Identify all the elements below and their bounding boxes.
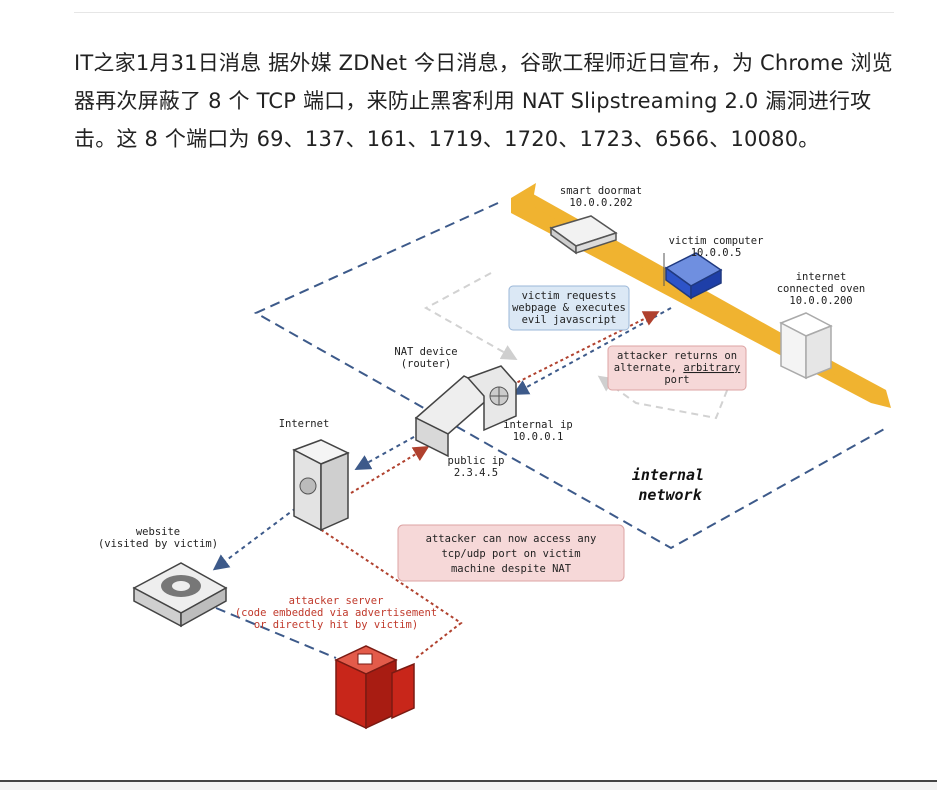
- public-ip-value: 2.3.4.5: [454, 467, 498, 479]
- victim-request-note: [508, 285, 630, 331]
- website-gear-icon: [132, 562, 228, 628]
- bottom-strip: [0, 782, 937, 790]
- victim-computer-ip: 10.0.0.5: [691, 247, 742, 259]
- svg-text:alternate, arbitrary: alternate, arbitrary: [614, 362, 740, 374]
- top-divider: [74, 12, 894, 13]
- doormat-ip: 10.0.0.202: [569, 197, 632, 209]
- nat-device-label: NAT device: [394, 346, 457, 358]
- oven-label-2: connected oven: [777, 283, 866, 295]
- website-sub: (visited by victim): [98, 538, 218, 550]
- svg-text:attacker returns on: attacker returns on: [617, 350, 737, 362]
- connected-oven-icon: [779, 312, 833, 380]
- website-label: website: [136, 526, 180, 538]
- svg-text:victim requests: victim requests: [522, 290, 617, 302]
- attacker-server-sub-2: or directly hit by victim): [254, 619, 418, 631]
- public-ip-label: public ip: [448, 455, 505, 467]
- internal-ip-value: 10.0.0.1: [513, 431, 564, 443]
- oven-label-1: internet: [796, 271, 847, 283]
- svg-text:webpage & executes: webpage & executes: [512, 302, 626, 314]
- internal-network-boundary: [253, 202, 887, 550]
- svg-text:machine despite NAT: machine despite NAT: [451, 563, 572, 575]
- svg-text:evil javascript: evil javascript: [522, 314, 617, 326]
- victim-computer-icon: [663, 252, 723, 300]
- smart-doormat-icon: [549, 215, 618, 255]
- doormat-label: smart doormat: [560, 185, 642, 197]
- svg-text:attacker can now access any: attacker can now access any: [426, 533, 597, 545]
- svg-text:tcp/udp port on victim: tcp/udp port on victim: [441, 548, 580, 560]
- internet-server-icon: [292, 439, 350, 532]
- oven-ip: 10.0.0.200: [789, 295, 852, 307]
- victim-computer-label: victim computer: [669, 235, 764, 247]
- nat-device-sub: (router): [401, 358, 452, 370]
- internal-network-label-1: internal: [632, 466, 704, 484]
- internal-network-label-2: network: [638, 486, 702, 504]
- svg-text:port: port: [664, 374, 689, 386]
- nat-slipstreaming-diagram: smart doormat 10.0.0.202 victim computer…: [98, 183, 891, 730]
- attacker-access-note: [397, 524, 625, 582]
- attacker-server-label: attacker server: [289, 595, 384, 607]
- bottom-divider: [0, 780, 937, 782]
- attacker-returns-note: [607, 345, 747, 391]
- attacker-server-icon: [334, 645, 415, 730]
- internal-ip-label: internal ip: [503, 419, 573, 431]
- internet-label: Internet: [279, 418, 330, 430]
- article-paragraph: IT之家1月31日消息 据外媒 ZDNet 今日消息，谷歌工程师近日宣布，为 C…: [74, 51, 893, 151]
- nat-router-icon: [414, 365, 517, 458]
- attacker-server-sub-1: (code embedded via advertisement: [235, 607, 437, 619]
